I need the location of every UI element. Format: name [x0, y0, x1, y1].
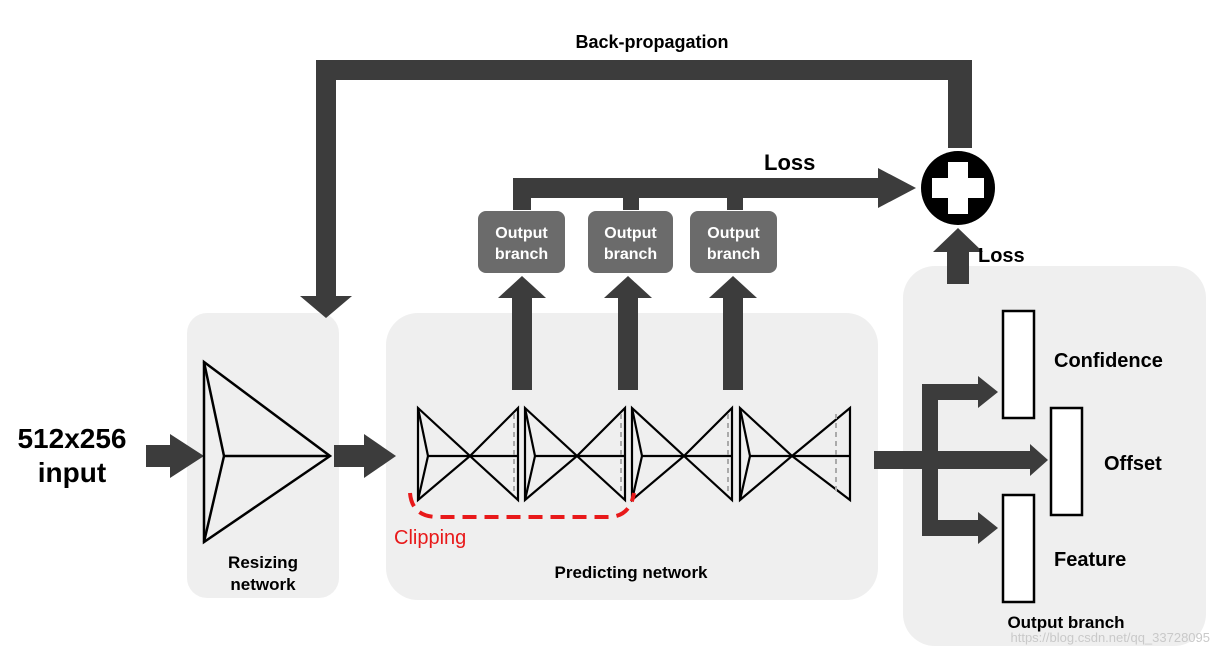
output-branch-box: Output branch	[588, 211, 673, 273]
loss-up-arrow	[933, 228, 983, 284]
branch-up-arrow	[604, 276, 652, 390]
confidence-tensor	[1001, 309, 1036, 420]
loss-right-label: Loss	[978, 245, 1025, 267]
split-arrows	[874, 376, 1048, 544]
loss-line-top	[513, 168, 916, 210]
input-size-label: 512x256	[17, 423, 126, 454]
back-propagation-arrow	[300, 60, 972, 318]
resize-to-predict-arrow	[334, 434, 396, 478]
clipping-bracket	[408, 492, 636, 519]
resizing-network-label: Resizing	[228, 553, 298, 572]
clipping-label: Clipping	[394, 527, 466, 549]
branch-up-arrow	[498, 276, 546, 390]
watermark: https://blog.csdn.net/qq_33728095	[1011, 630, 1211, 645]
branch-up-arrow	[709, 276, 757, 390]
hourglass-module	[630, 405, 734, 503]
feature-tensor	[1001, 493, 1036, 604]
output-branch-panel-label: Output branch	[1007, 613, 1124, 632]
loss-top-label: Loss	[764, 150, 815, 175]
feature-label: Feature	[1054, 549, 1126, 571]
svg-text:branch: branch	[604, 246, 657, 263]
output-branch-box: Output branch	[690, 211, 777, 273]
module-divider-dashed	[513, 414, 837, 494]
plus-circle-icon	[921, 151, 995, 225]
output-branch-box: Output branch	[478, 211, 565, 273]
offset-label: Offset	[1104, 453, 1162, 475]
svg-text:Output: Output	[604, 225, 657, 242]
svg-text:Output: Output	[495, 225, 548, 242]
svg-text:branch: branch	[495, 246, 548, 263]
confidence-label: Confidence	[1054, 350, 1163, 372]
resizing-network-label: network	[230, 575, 296, 594]
input-label: input	[38, 457, 106, 488]
resizing-network-shape	[202, 359, 333, 545]
svg-text:Output: Output	[707, 225, 760, 242]
hourglass-module	[738, 405, 852, 503]
hourglass-module	[416, 405, 520, 503]
input-arrow	[146, 434, 204, 478]
offset-tensor	[1049, 406, 1084, 517]
svg-text:branch: branch	[707, 246, 760, 263]
predicting-network-label: Predicting network	[554, 563, 708, 582]
hourglass-module	[523, 405, 627, 503]
back-propagation-label: Back-propagation	[575, 32, 728, 52]
